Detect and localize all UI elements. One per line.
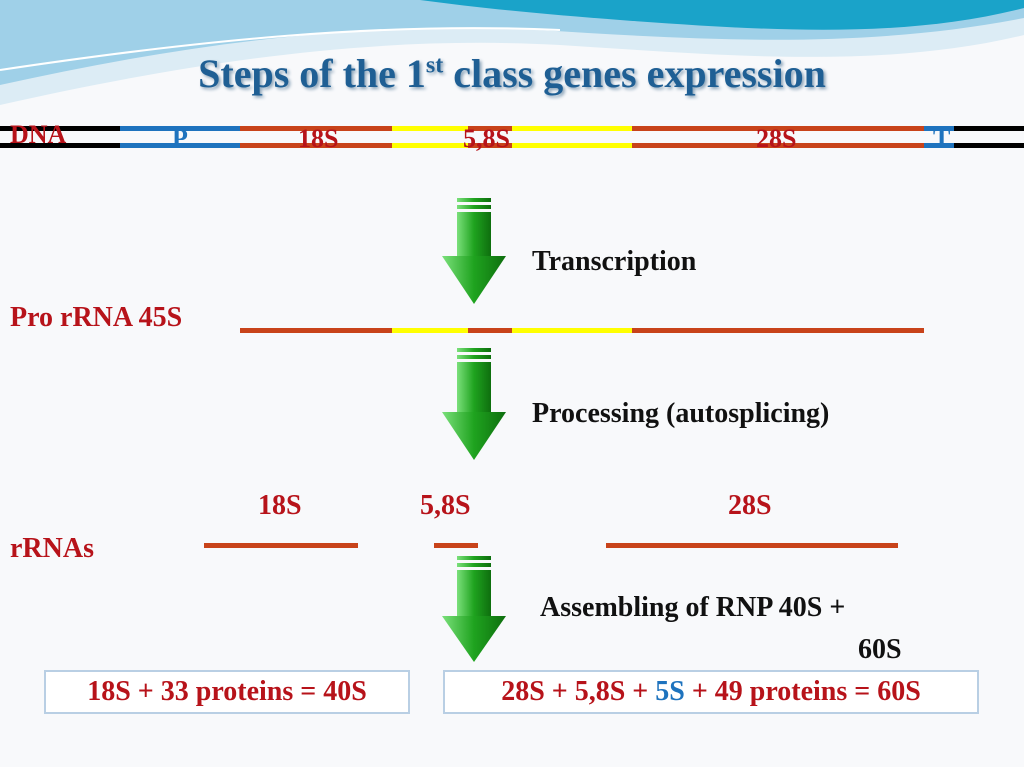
dna-58s-label: 5,8S [463,124,510,154]
rrna-18s-strand [204,543,358,548]
rrna-58s-strand [434,543,478,548]
dna-18s-label: 18S [298,124,338,154]
assembling-label-line2: 60S [858,634,902,666]
rrna-28s-label: 28S [728,490,772,522]
dna-promoter-label: P [172,124,188,154]
processing-label: Processing (autosplicing) [532,398,829,430]
subunit-60s-5s: 5S [655,676,685,708]
transcription-label: Transcription [532,246,696,278]
assembling-label-line1: Assembling of RNP 40S + [540,592,845,624]
rrna-28s-strand [606,543,898,548]
rrnas-label: rRNAs [10,533,94,565]
rrna-18s-label: 18S [258,490,302,522]
dna-28s-label: 28S [756,124,796,154]
subunit-60s-text-a: 28S + 5,8S + [501,676,655,708]
dna-terminator-label: T [933,124,950,154]
subunit-40s-text: 18S + 33 proteins = 40S [87,676,367,708]
transcription-arrow-icon [440,196,508,308]
page-title: Steps of the 1st class genes expression [0,50,1024,97]
processing-arrow-icon [440,346,508,464]
subunit-60s-box: 28S + 5,8S + 5S + 49 proteins = 60S [443,670,979,714]
rrna-58s-label: 5,8S [420,490,471,522]
subunit-60s-text-c: + 49 proteins = 60S [685,676,921,708]
pro-rrna-label: Pro rRNA 45S [10,302,182,334]
assembling-arrow-icon [440,554,508,666]
dna-label: DNA [10,120,66,150]
subunit-40s-box: 18S + 33 proteins = 40S [44,670,410,714]
